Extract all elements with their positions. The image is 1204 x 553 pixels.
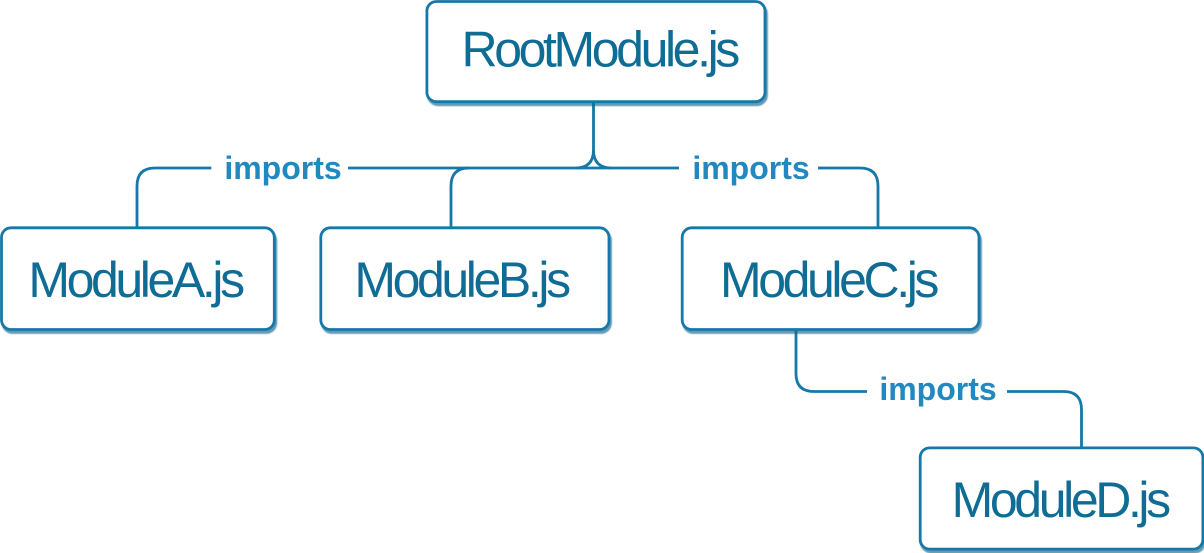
svg-text:ModuleB.js: ModuleB.js bbox=[354, 252, 570, 308]
svg-text:ModuleD.js: ModuleD.js bbox=[952, 472, 1170, 528]
svg-text:ModuleC.js: ModuleC.js bbox=[720, 252, 938, 308]
svg-text:RootModule.js: RootModule.js bbox=[461, 22, 739, 78]
svg-text:imports: imports bbox=[879, 371, 996, 407]
svg-text:imports: imports bbox=[224, 150, 341, 186]
svg-text:ModuleA.js: ModuleA.js bbox=[28, 252, 244, 308]
svg-text:imports: imports bbox=[692, 150, 809, 186]
